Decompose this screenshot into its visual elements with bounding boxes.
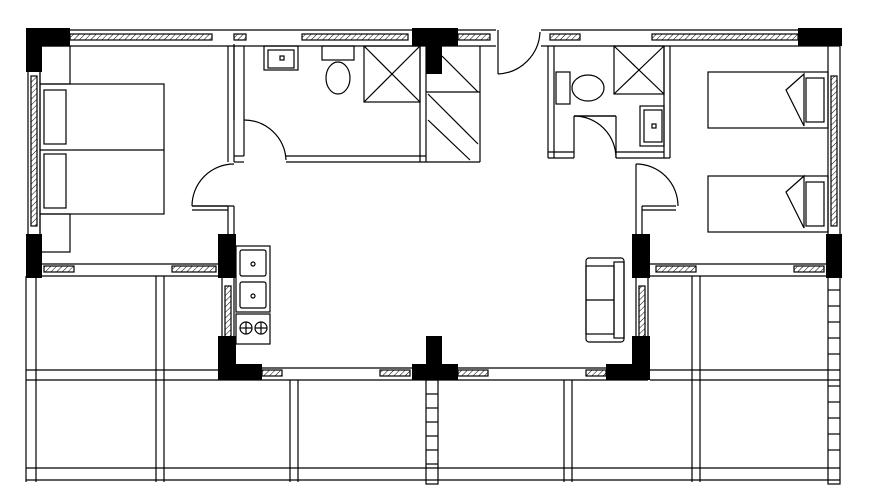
window-icon — [379, 369, 411, 377]
column-icon — [26, 28, 42, 72]
shower-icon — [613, 45, 665, 95]
window-icon — [651, 33, 799, 41]
stairs-icon — [425, 379, 439, 485]
window-icon — [655, 265, 697, 273]
window-icon — [261, 369, 283, 377]
single-bed — [707, 174, 829, 233]
window-icon — [549, 33, 581, 41]
shower-icon — [363, 45, 421, 103]
closet-left — [427, 55, 479, 161]
column-icon — [218, 364, 262, 380]
sink-icon — [639, 105, 665, 147]
nightstand-top — [39, 45, 71, 85]
bathroom-left-fixtures — [263, 45, 421, 103]
single-bed — [707, 71, 829, 129]
column-icon — [606, 364, 650, 380]
toilet-icon — [321, 45, 355, 95]
pillow-icon — [43, 89, 67, 145]
window-icon — [224, 285, 232, 339]
pillow-icon — [43, 153, 67, 209]
door-swing-icon — [635, 163, 679, 207]
column-icon — [218, 234, 236, 278]
exterior-walls — [27, 29, 841, 381]
column-icon — [426, 28, 442, 74]
sink-icon — [263, 45, 299, 71]
stairs-icon — [827, 275, 841, 485]
double-sink — [235, 245, 271, 313]
double-bed — [39, 45, 165, 253]
column-icon — [826, 234, 842, 278]
windows — [30, 33, 838, 377]
window-icon — [171, 265, 217, 273]
pillow-icon — [805, 77, 825, 123]
column-icon — [632, 234, 650, 278]
window-icon — [30, 75, 38, 227]
toilet-icon — [555, 71, 605, 105]
pillow-icon — [805, 181, 825, 227]
window-icon — [457, 369, 489, 377]
column-icon — [26, 234, 42, 278]
window-icon — [585, 369, 607, 377]
window-icon — [69, 33, 213, 41]
window-icon — [43, 265, 75, 273]
column-icon — [798, 28, 842, 46]
columns — [26, 28, 842, 380]
window-icon — [793, 265, 825, 273]
window-icon — [457, 33, 491, 41]
column-icon — [426, 336, 442, 380]
window-icon — [301, 33, 409, 41]
veranda — [25, 276, 840, 482]
bathroom-right-fixtures — [555, 45, 665, 147]
door-swing-icon — [497, 30, 541, 75]
door-swing-icon — [243, 119, 287, 161]
door-swing-icon — [191, 163, 235, 207]
nightstand-bottom — [39, 213, 71, 253]
sofa-icon — [585, 257, 625, 343]
kitchen-counter — [235, 245, 271, 345]
cooktop-icon — [235, 313, 271, 345]
window-icon — [638, 285, 646, 339]
window-icon — [830, 75, 838, 227]
door-swing-icon — [573, 115, 617, 159]
doors — [191, 30, 679, 207]
window-icon — [233, 33, 247, 41]
